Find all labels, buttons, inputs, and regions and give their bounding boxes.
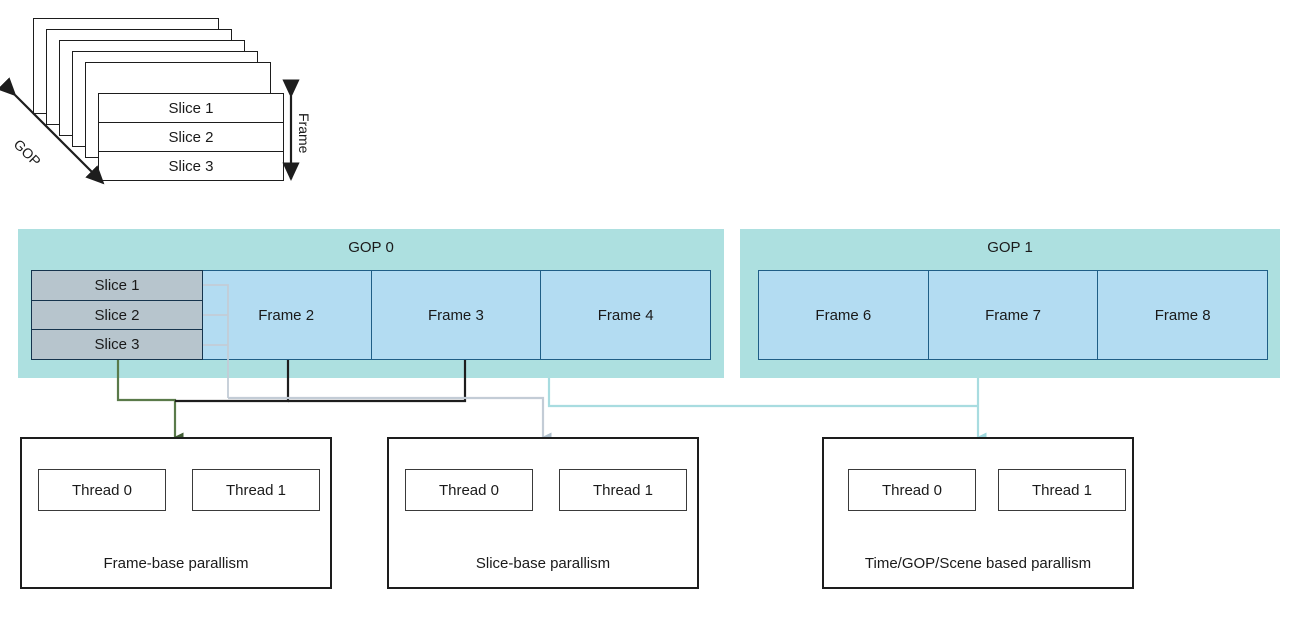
gop-thread-0[interactable]: Thread 0	[848, 469, 976, 511]
gop-1-frame-cell-6[interactable]: Frame 6	[759, 271, 929, 359]
gop-thread-1[interactable]: Thread 1	[998, 469, 1126, 511]
gop-0-frame-cell-4[interactable]: Frame 4	[597, 306, 654, 324]
slice-parallelism-caption: Slice-base parallism	[475, 555, 611, 572]
gop-1-title: GOP 1	[987, 239, 1033, 256]
slice-parallelism-connector	[228, 396, 552, 442]
gop-0-slice-stack: Slice 1 Slice 2 Slice 3	[31, 270, 203, 360]
frame-parallelism-caption: Frame-base parallism	[103, 555, 249, 572]
gop-0-slice-3[interactable]: Slice 3	[94, 336, 140, 354]
gop-1-frame-strip: Frame 6 Frame 7 Frame 8	[758, 270, 1268, 360]
gop-parallelism-connector-left	[547, 378, 978, 408]
gop-1-frame-cell-8[interactable]: Frame 8	[1154, 306, 1211, 324]
gop-0-slice-2[interactable]: Slice 2	[32, 301, 202, 331]
frame-thread-0[interactable]: Thread 0	[38, 469, 166, 511]
slice-connector-1	[203, 284, 229, 398]
gop-parallelism-caption: Time/GOP/Scene based parallism	[864, 555, 1092, 572]
parallelism-box-frame: Thread 0 Thread 1 Frame-base parallism	[20, 437, 332, 589]
parallelism-box-gop: Thread 0 Thread 1 Time/GOP/Scene based p…	[822, 437, 1134, 589]
slice-bus-extension	[543, 390, 630, 437]
front-slice-1: Slice 1	[99, 94, 283, 123]
gop-0-frame-cell-3[interactable]: Frame 3	[372, 271, 542, 359]
gop-0-title: GOP 0	[348, 239, 394, 256]
frame-parallelism-connector	[116, 360, 184, 442]
front-slice-2: Slice 2	[99, 123, 283, 152]
gop-1-frame-cell-7[interactable]: Frame 7	[929, 271, 1099, 359]
slice-thread-1[interactable]: Thread 1	[559, 469, 687, 511]
parallelism-box-slice: Thread 0 Thread 1 Slice-base parallism	[387, 437, 699, 589]
frame-bus-connector-a	[175, 360, 290, 403]
gop-0-frame-cell-2[interactable]: Frame 2	[202, 271, 372, 359]
gop-diagonal-arrow	[0, 77, 105, 185]
front-slice-3: Slice 3	[168, 157, 214, 175]
frame-thread-1[interactable]: Thread 1	[192, 469, 320, 511]
frame-bus-connector-b	[288, 360, 467, 403]
gop-0-slice-1[interactable]: Slice 1	[32, 271, 202, 301]
stack-frame-front: Slice 1 Slice 2 Slice 3	[98, 93, 284, 181]
slice-thread-0[interactable]: Thread 0	[405, 469, 533, 511]
